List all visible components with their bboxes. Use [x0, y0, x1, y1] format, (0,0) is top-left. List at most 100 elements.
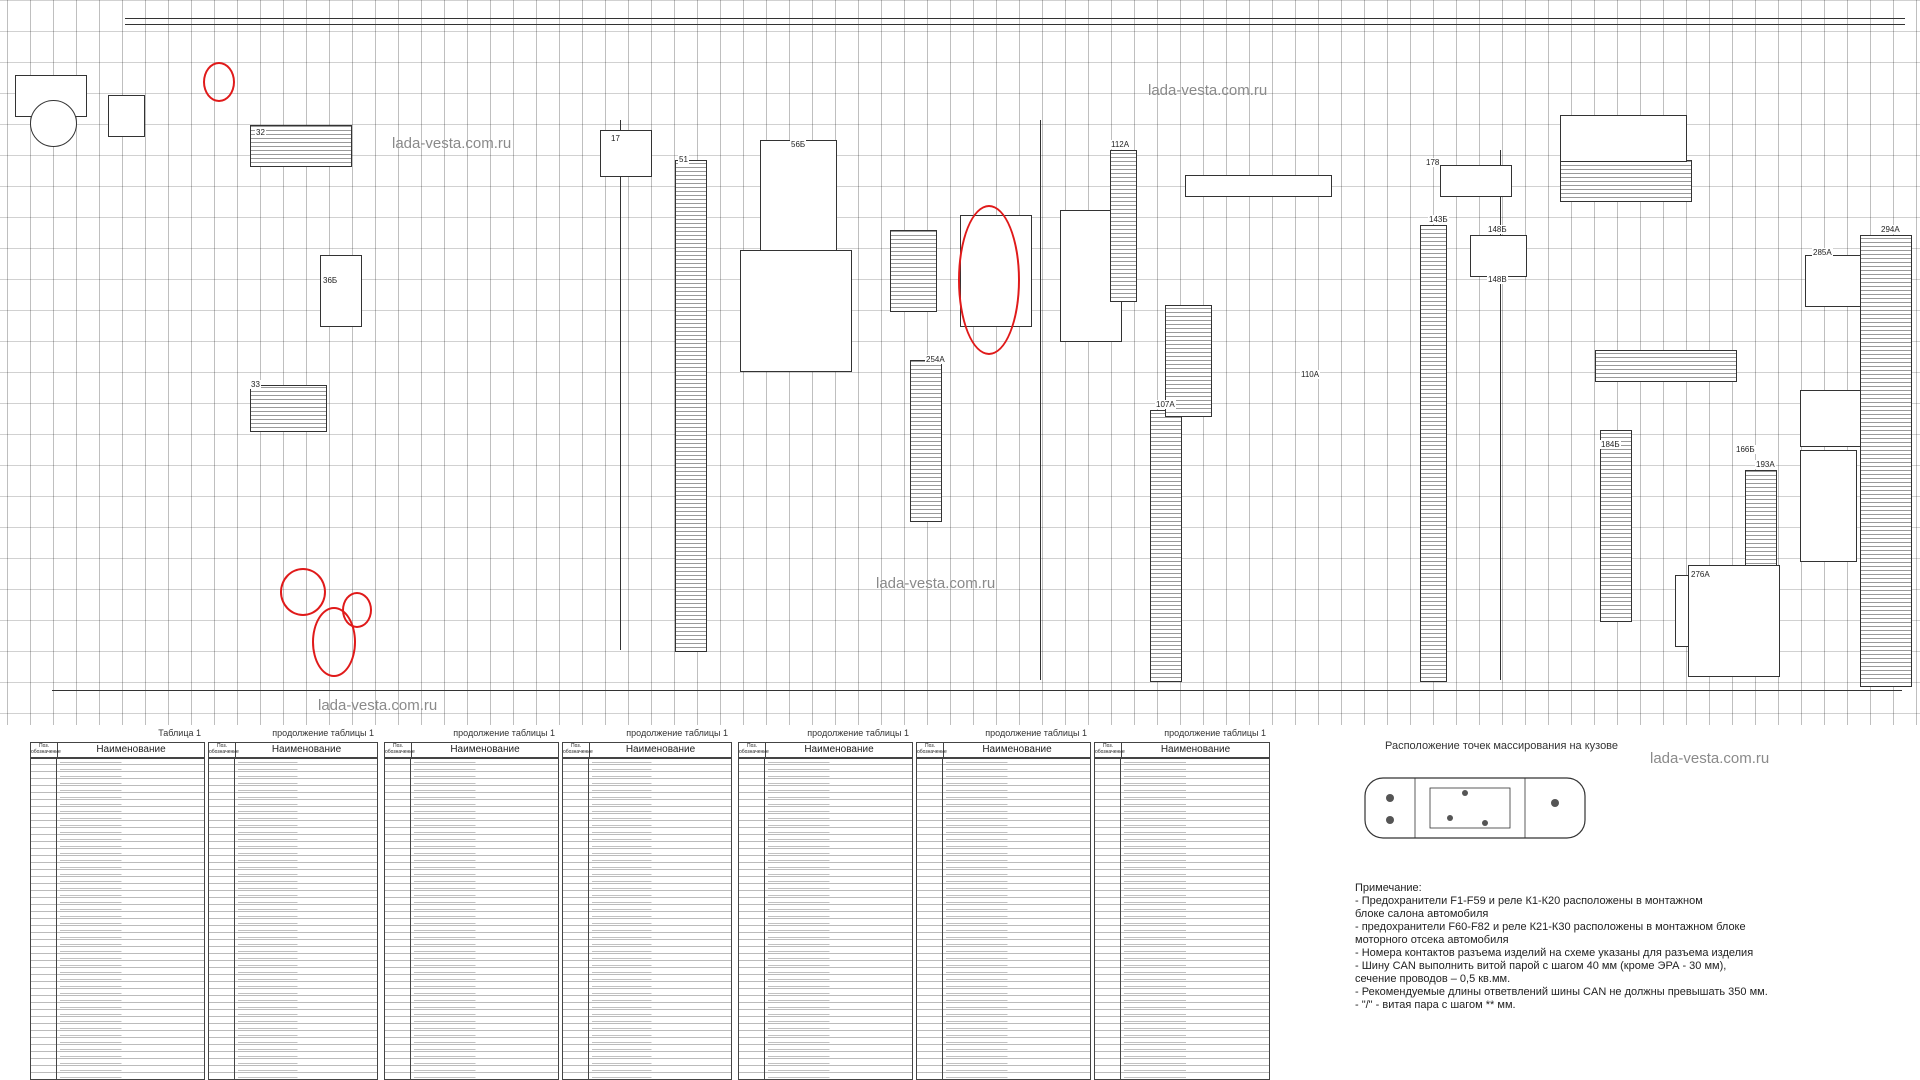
watermark: lada-vesta.com.ru [876, 575, 996, 592]
notes-block: Примечание: - Предохранители F1-F59 и ре… [1355, 882, 1915, 1012]
note-line: - Рекомендуемые длины ответвлений шины C… [1355, 986, 1768, 998]
component-label: 254А [925, 355, 946, 364]
component-block [1595, 350, 1737, 382]
table-col-name: Наименование [625, 744, 696, 755]
note-line: - Шину CAN выполнить витой парой с шагом… [1355, 960, 1727, 985]
table-col-name: Наименование [271, 744, 342, 755]
component-label: 184Б [1600, 440, 1621, 449]
watermark: lada-vesta.com.ru [392, 135, 512, 152]
component-block [760, 140, 837, 257]
table-col-name: Наименование [804, 744, 874, 755]
car-body-outline [1364, 777, 1586, 839]
table-header: Поз. обозначение Наименование [738, 742, 913, 758]
component-label: 148Б [1487, 225, 1508, 234]
component-label: 51 [678, 155, 689, 164]
watermark: lada-vesta.com.ru [318, 697, 438, 714]
component-label: 17 [610, 134, 621, 143]
table-body [208, 758, 378, 1080]
note-line: - Номера контактов разъема изделий на сх… [1355, 947, 1754, 959]
table-header: Поз. обозначение Наименование [562, 742, 732, 758]
component-block [1688, 565, 1780, 677]
note-line: - "/" - витая пара с шагом ** мм. [1355, 999, 1516, 1011]
component-block [30, 100, 77, 147]
component-block [1470, 235, 1527, 277]
power-bus-line [125, 18, 1905, 19]
table-rows [238, 758, 370, 1080]
component-block [320, 255, 362, 327]
highlight-circle [342, 592, 372, 628]
component-label: 148В [1487, 275, 1508, 284]
table-rows [592, 758, 724, 1080]
mass-points-panel: Расположение точек массирования на кузов… [1355, 740, 1618, 880]
components-table: продолжение таблицы 1 Поз. обозначение На… [384, 728, 559, 1080]
table-body [384, 758, 559, 1080]
table-col-position: Поз. обозначение [385, 743, 415, 757]
table-caption: продолжение таблицы 1 [272, 728, 374, 738]
components-table: продолжение таблицы 1 Поз. обозначение На… [738, 728, 913, 1080]
component-label: 193А [1755, 460, 1776, 469]
component-block [740, 250, 852, 372]
highlight-circle [312, 607, 356, 677]
table-body [916, 758, 1091, 1080]
table-rows [946, 758, 1083, 1080]
ground-bus-line [52, 690, 1902, 691]
table-col-name: Наименование [450, 744, 520, 755]
note-line: - предохранители F60-F82 и реле К21-К30 … [1355, 921, 1746, 946]
highlight-circle [280, 568, 326, 616]
power-bus-line [125, 24, 1905, 25]
component-block [910, 360, 942, 522]
component-block [1165, 305, 1212, 417]
component-block [1800, 450, 1857, 562]
component-label: 56Б [790, 140, 807, 149]
table-col-name: Наименование [96, 744, 166, 755]
table-caption: продолжение таблицы 1 [453, 728, 555, 738]
table-col-position: Поз. обозначение [563, 743, 593, 757]
component-block [1110, 150, 1137, 302]
table-header: Поз. обозначение Наименование [30, 742, 205, 758]
note-line: - Предохранители F1-F59 и реле К1-К20 ра… [1355, 895, 1703, 920]
component-block [1560, 160, 1692, 202]
table-col-position: Поз. обозначение [917, 743, 947, 757]
table-caption: продолжение таблицы 1 [626, 728, 728, 738]
table-col-name: Наименование [1160, 744, 1231, 755]
table-body [1094, 758, 1270, 1080]
table-caption: Таблица 1 [158, 728, 201, 738]
component-label: 107А [1155, 400, 1176, 409]
watermark: lada-vesta.com.ru [1650, 750, 1770, 767]
highlight-circle [203, 62, 235, 102]
component-label: 112А [1110, 140, 1131, 149]
component-block [1440, 165, 1512, 197]
component-label: 294А [1880, 225, 1901, 234]
table-rows [414, 758, 551, 1080]
table-body [738, 758, 913, 1080]
component-label: 285А [1812, 248, 1833, 257]
component-label: 110А [1300, 370, 1321, 379]
table-header: Поз. обозначение Наименование [384, 742, 559, 758]
component-label: 143Б [1428, 215, 1449, 224]
component-block [890, 230, 937, 312]
table-col-position: Поз. обозначение [31, 743, 61, 757]
components-table: Таблица 1 Поз. обозначение Наименование [30, 728, 205, 1080]
signal-line [1500, 150, 1501, 680]
components-table-section: Таблица 1 Поз. обозначение Наименование п… [0, 728, 1275, 1080]
notes-heading: Примечание: [1355, 882, 1422, 894]
signal-line [620, 120, 621, 650]
table-caption: продолжение таблицы 1 [985, 728, 1087, 738]
table-rows [768, 758, 905, 1080]
table-caption: продолжение таблицы 1 [1164, 728, 1266, 738]
component-block [1420, 225, 1447, 682]
table-rows [60, 758, 197, 1080]
component-block [1185, 175, 1332, 197]
component-label: 33 [250, 380, 261, 389]
wiring-diagram: lada-vesta.com.ru lada-vesta.com.ru lada… [0, 0, 1920, 725]
component-label: 166Б [1735, 445, 1756, 454]
mass-points-title: Расположение точек массирования на кузов… [1385, 740, 1619, 752]
table-col-position: Поз. обозначение [739, 743, 769, 757]
table-caption: продолжение таблицы 1 [807, 728, 909, 738]
watermark: lada-vesta.com.ru [1148, 82, 1268, 99]
signal-line [1040, 120, 1041, 680]
